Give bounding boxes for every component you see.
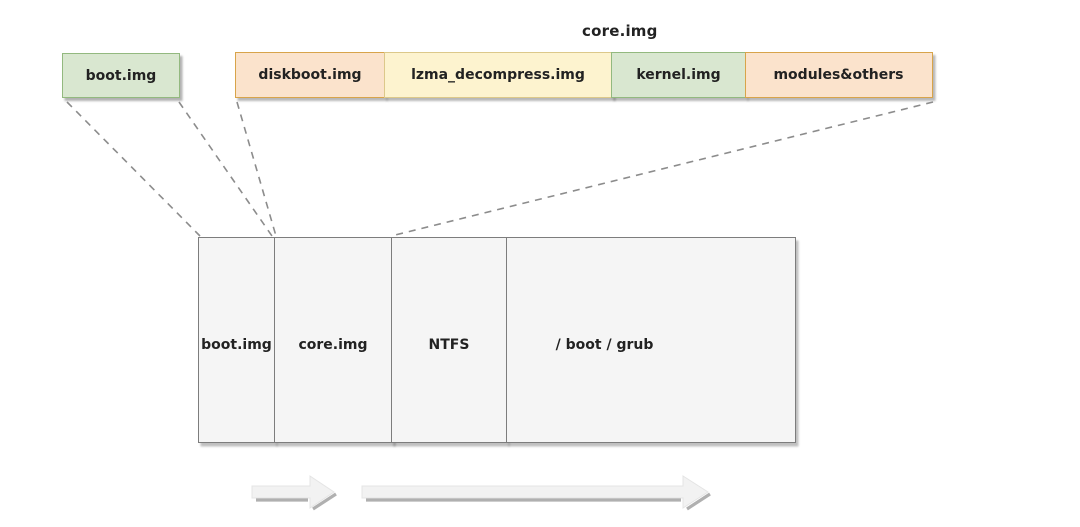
long-arrow-icon	[361, 475, 711, 511]
disk-layout-bar: boot.img core.img NTFS / boot / grub	[198, 237, 796, 443]
disk-ntfs-label: NTFS	[428, 336, 470, 353]
disk-segment-boot-img: boot.img	[198, 237, 275, 443]
core-img-title: core.img	[582, 22, 658, 40]
boot-img-box-label: boot.img	[85, 67, 157, 84]
disk-boot-img-label: boot.img	[201, 336, 272, 353]
dashed-connector-bootbox-left	[66, 101, 201, 237]
disk-segment-core-img: core.img	[273, 237, 393, 443]
diskboot-label: diskboot.img	[258, 67, 362, 83]
lzma-decompress-label: lzma_decompress.img	[411, 67, 585, 83]
boot-img-box: boot.img	[62, 53, 180, 98]
core-bar-segment-kernel: kernel.img	[611, 52, 746, 98]
modules-others-label: modules&others	[773, 67, 904, 83]
dashed-connector-corebar-left	[236, 101, 277, 237]
dashed-connector-bootbox-right	[178, 101, 273, 237]
core-bar-segment-lzma-decompress: lzma_decompress.img	[383, 52, 613, 98]
disk-boot-grub-label: / boot / grub	[555, 336, 654, 353]
kernel-label: kernel.img	[636, 67, 721, 83]
core-bar-segment-modules-others: modules&others	[744, 52, 933, 98]
core-bar-segment-diskboot: diskboot.img	[235, 52, 385, 98]
small-arrow-body	[251, 475, 335, 509]
core-img-bar: diskboot.img lzma_decompress.img kernel.…	[235, 52, 933, 98]
small-arrow-icon	[251, 475, 337, 511]
dashed-connector-corebar-right	[390, 101, 934, 237]
disk-core-img-label: core.img	[298, 336, 368, 353]
small-arrow-shadow-head	[312, 492, 337, 511]
disk-segment-boot-grub: / boot / grub	[505, 237, 796, 443]
long-arrow-shadow-head	[686, 492, 711, 511]
long-arrow-body	[361, 475, 709, 509]
disk-segment-ntfs: NTFS	[391, 237, 507, 443]
